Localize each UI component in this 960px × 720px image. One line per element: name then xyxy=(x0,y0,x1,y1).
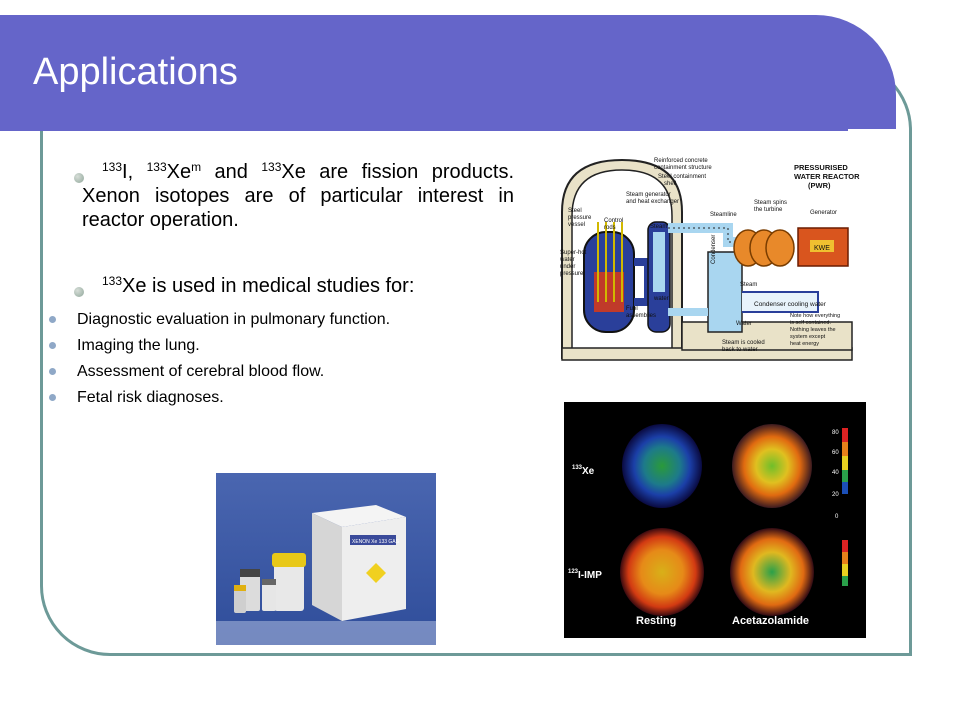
list-item-text: Fetal risk diagnoses. xyxy=(77,389,224,406)
superscript: 133 xyxy=(261,160,282,174)
reactor-label: pressure xyxy=(568,215,592,221)
brain-scan-image: 133Xe 123I-IMP Resting Acetazolamide 80 … xyxy=(564,402,866,638)
xenon-product-photo: XENON Xe 133 GAS xyxy=(216,473,436,645)
reactor-label: water xyxy=(559,257,575,263)
slide-content: 133I, 133Xem and 133Xe are fission produ… xyxy=(49,160,515,414)
list-item: Fetal risk diagnoses. xyxy=(0,388,514,408)
reactor-label: Nothing leaves the xyxy=(790,327,836,333)
reactor-label: the turbine xyxy=(754,207,783,213)
bullet-fission-products: 133I, 133Xem and 133Xe are fission produ… xyxy=(74,160,515,232)
reactor-label: vessel xyxy=(568,222,585,228)
reactor-label: rods xyxy=(604,225,616,231)
sub-bullet-marker xyxy=(49,394,56,401)
scale-tick: 40 xyxy=(832,470,839,476)
reactor-label: Steam spins xyxy=(754,200,787,206)
medical-uses-list: Diagnostic evaluation in pulmonary funct… xyxy=(49,310,514,408)
sub-bullet-marker xyxy=(49,342,56,349)
pwr-title-1: PRESSURISED xyxy=(794,163,848,172)
reactor-label: Condenser xyxy=(711,235,717,264)
superscript: 133 xyxy=(146,160,167,174)
list-item-text: Diagnostic evaluation in pulmonary funct… xyxy=(77,311,391,328)
reactor-label: Note how everything xyxy=(790,313,840,319)
sub-bullet-marker xyxy=(49,368,56,375)
superscript: 133 xyxy=(102,160,123,174)
reactor-label: shell xyxy=(664,181,676,187)
list-item: Diagnostic evaluation in pulmonary funct… xyxy=(0,310,514,330)
reactor-label: Steamline xyxy=(710,212,737,218)
reactor-label: is self contained. xyxy=(790,320,831,326)
col-label-acetazolamide: Acetazolamide xyxy=(732,615,809,627)
scale-tick: 60 xyxy=(832,450,839,456)
sub-bullet-marker xyxy=(49,316,56,323)
col-label-resting: Resting xyxy=(636,615,676,627)
reactor-label: Steam xyxy=(650,224,667,230)
scale-tick: 80 xyxy=(832,430,839,436)
reactor-label: pressure xyxy=(560,271,584,277)
text-segment: Xe is used in medical studies for: xyxy=(122,275,415,297)
list-item-text: Imaging the lung. xyxy=(77,337,200,354)
box-label: XENON Xe 133 GAS xyxy=(352,539,400,545)
row-label-imp: 123I-IMP xyxy=(568,569,602,581)
list-item-text: Assessment of cerebral blood flow. xyxy=(77,363,325,380)
reactor-label: and heat exchanger xyxy=(626,199,679,205)
list-item: Assessment of cerebral blood flow. xyxy=(0,362,514,382)
reactor-label: Steam generator xyxy=(626,192,671,198)
bullet-medical-studies: 133Xe is used in medical studies for: xyxy=(74,274,514,298)
reactor-label: Condenser cooling water xyxy=(754,301,827,308)
reactor-label: Fuel xyxy=(626,306,638,312)
superscript: m xyxy=(191,160,202,174)
reactor-label: containment structure xyxy=(654,165,712,171)
reactor-label: Steel xyxy=(568,208,582,214)
superscript: 133 xyxy=(102,274,123,288)
text-segment: I, xyxy=(122,161,147,183)
reactor-label: under xyxy=(560,264,575,270)
reactor-label: Steel containment xyxy=(658,174,706,180)
scale-tick: 0 xyxy=(835,514,839,520)
reactor-label: Water xyxy=(736,321,752,327)
text-segment: Xe are fission products. Xenon isotopes … xyxy=(82,161,515,231)
pwr-title-3: (PWR) xyxy=(808,181,831,190)
bullet-marker xyxy=(74,287,84,297)
title-underline xyxy=(0,126,848,131)
text-segment: Xe xyxy=(166,161,192,183)
reactor-label: Super-hot xyxy=(560,250,587,256)
reactor-label: Reinforced concrete xyxy=(654,158,708,164)
reactor-label: back to water xyxy=(722,347,758,353)
reactor-label: water xyxy=(653,296,669,302)
reactor-label: Steam xyxy=(740,282,757,288)
pwr-title-2: WATER REACTOR xyxy=(794,172,860,181)
reactor-label: system except xyxy=(790,334,826,340)
reactor-label: Generator xyxy=(810,210,837,216)
reactor-diagram: KWE PRESSURISED WATER REACTOR (PWR) Rein… xyxy=(558,152,864,362)
reactor-label: Steam is cooled xyxy=(722,340,765,346)
scale-tick: 20 xyxy=(832,492,839,498)
row-label-xe: 133Xe xyxy=(572,465,595,477)
reactor-label: heat energy xyxy=(790,341,819,347)
list-item: Imaging the lung. xyxy=(0,336,514,356)
title-bar xyxy=(0,15,896,129)
text-segment: and xyxy=(201,161,262,183)
reactor-label: assemblies xyxy=(626,313,656,319)
kwe-label: KWE xyxy=(814,245,830,252)
reactor-label: Control xyxy=(604,218,623,224)
slide-title: Applications xyxy=(33,51,238,93)
bullet-marker xyxy=(74,173,84,183)
